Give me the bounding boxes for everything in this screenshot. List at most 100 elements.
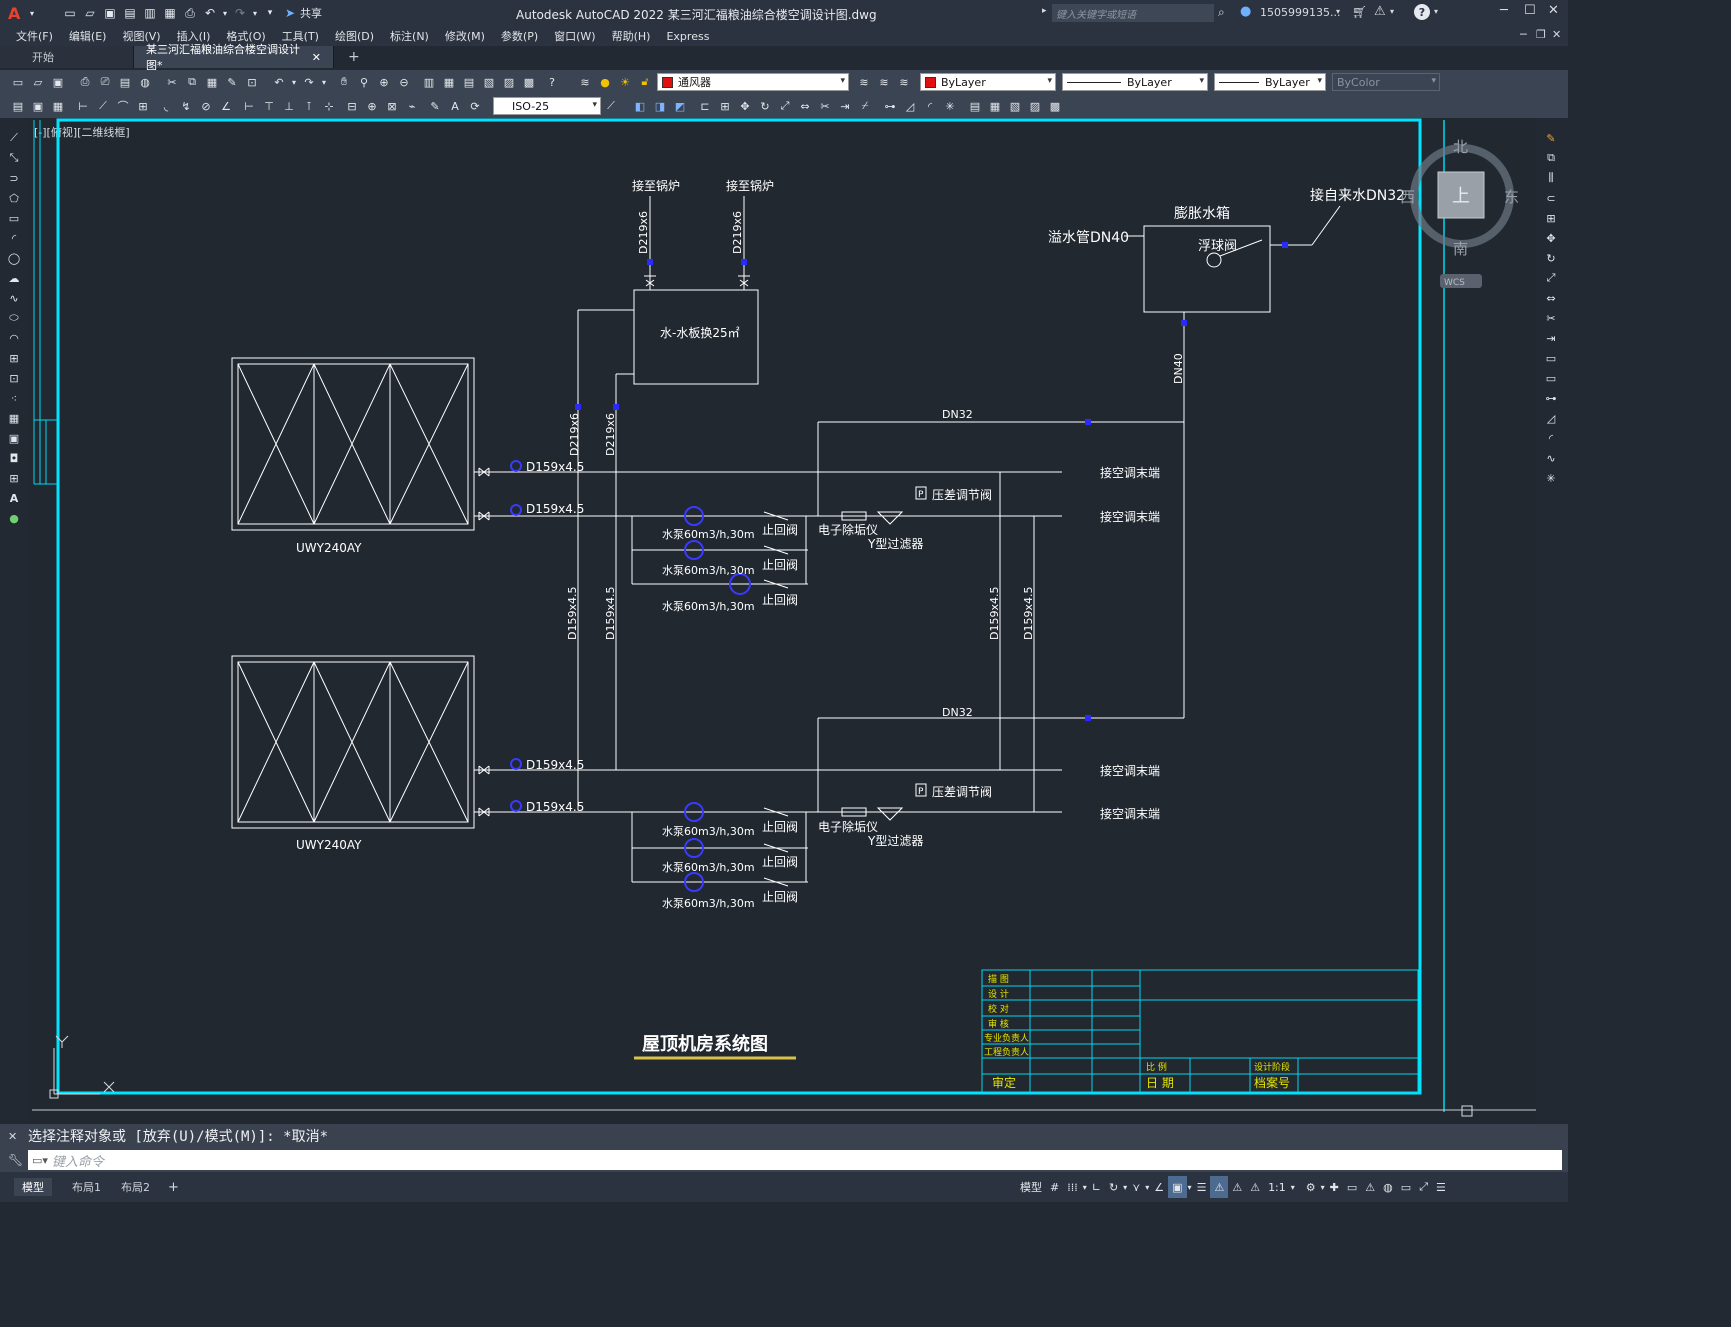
polar-icon[interactable]: ↻: [1108, 1180, 1119, 1194]
diameter-dim-icon[interactable]: ⊘: [201, 99, 211, 113]
blend-tool-icon[interactable]: ∿: [1546, 451, 1556, 465]
3d-dwf-icon[interactable]: ◍: [140, 75, 150, 89]
share-icon[interactable]: ➤: [284, 6, 296, 20]
wcs-label[interactable]: WCS: [1444, 278, 1465, 288]
erase-tool-icon[interactable]: ✎: [1546, 131, 1556, 145]
add-selected-icon[interactable]: ●: [9, 511, 19, 525]
gradient-icon[interactable]: ▣: [8, 431, 20, 445]
open-icon[interactable]: ▱: [33, 75, 43, 89]
linear-dim-icon[interactable]: ⊢: [78, 99, 88, 113]
isodraft-dropdown-icon[interactable]: ▾: [1145, 1182, 1150, 1192]
command-recent-icon[interactable]: ▭▾: [32, 1153, 48, 1167]
menu-insert[interactable]: 插入(I): [176, 30, 211, 43]
array-tool-icon[interactable]: ⊞: [1546, 211, 1556, 225]
tab-start[interactable]: 开始: [0, 46, 134, 68]
viewcube[interactable]: 上 北 南 东 西 WCS: [1400, 138, 1519, 288]
menu-express[interactable]: Express: [666, 29, 710, 43]
break-icon[interactable]: ⌿: [861, 99, 869, 112]
drawing-canvas[interactable]: [-][俯视][二维线框]: [28, 118, 1536, 1124]
undo-icon[interactable]: ↶: [204, 6, 216, 20]
tool-palettes-icon[interactable]: ▤: [463, 75, 475, 89]
open-file-icon[interactable]: ▱: [85, 6, 95, 20]
dim-update-icon[interactable]: ⟳: [470, 99, 480, 113]
annotation-monitor-icon[interactable]: ✚: [1329, 1180, 1339, 1194]
jogged-linear-icon[interactable]: ⌁: [408, 99, 416, 113]
quick-dim-icon[interactable]: ⊢: [244, 99, 254, 113]
chamfer-icon[interactable]: ◿: [905, 99, 915, 113]
redo-icon[interactable]: ↷: [234, 6, 246, 20]
center-mark-icon[interactable]: ⊕: [367, 99, 377, 113]
break-tool-icon[interactable]: ▭: [1545, 371, 1557, 385]
help-dropdown-icon[interactable]: ▾: [1434, 7, 1439, 16]
stretch-tool-icon[interactable]: ⇔: [1546, 291, 1556, 305]
workspace-dropdown-icon[interactable]: ▾: [1320, 1182, 1325, 1192]
undo-tb-icon[interactable]: ↶: [274, 75, 284, 89]
help-tb-icon[interactable]: ?: [549, 75, 555, 89]
ungroup-icon[interactable]: ▧: [1009, 99, 1021, 113]
snap-dropdown-icon[interactable]: ▾: [1082, 1182, 1087, 1192]
auto-scale-icon[interactable]: ⚠︎: [1232, 1180, 1243, 1194]
save-web-icon[interactable]: ▦: [164, 6, 176, 20]
mirror-icon[interactable]: ◩: [674, 99, 686, 113]
qnew-icon[interactable]: ▭: [12, 75, 24, 89]
annotation-scale-icon[interactable]: ⚠︎: [1250, 1180, 1261, 1194]
annotation-scale-value[interactable]: 1:1: [1268, 1180, 1286, 1194]
revcloud-icon[interactable]: ☁︎: [8, 271, 20, 285]
workspace-gear-icon[interactable]: ⚙: [1305, 1180, 1316, 1194]
match-prop-icon[interactable]: ✎: [227, 75, 237, 89]
color-dropdown[interactable]: ByLayer ▾: [920, 73, 1056, 91]
continue-dim-icon[interactable]: ⊥: [284, 99, 294, 113]
edit-group-icon[interactable]: ▨: [1029, 99, 1041, 113]
break-point-tool-icon[interactable]: ▭: [1545, 351, 1557, 365]
rectangle-icon[interactable]: ▭: [8, 211, 20, 225]
viewcube-top[interactable]: 上: [1452, 186, 1470, 207]
osnap-icon[interactable]: ▣: [1168, 1176, 1187, 1198]
undo-tb-dropdown-icon[interactable]: ▾: [291, 77, 296, 87]
extend-tool-icon[interactable]: ⇥: [1546, 331, 1556, 345]
close-cmd-icon[interactable]: ✕: [8, 1129, 18, 1143]
doc-restore-icon[interactable]: ❐: [1536, 28, 1546, 41]
dimstyle-dropdown[interactable]: ISO-25 ▾: [493, 97, 601, 115]
trim-tool-icon[interactable]: ✂: [1546, 311, 1556, 325]
hatch-icon[interactable]: ▦: [8, 411, 20, 425]
match-icon[interactable]: ▣: [32, 99, 44, 113]
tab-model[interactable]: 模型: [14, 1178, 52, 1196]
radius-dim-icon[interactable]: ◟: [163, 99, 169, 113]
region-icon[interactable]: ◘: [9, 451, 19, 465]
user-name[interactable]: 1505999135...: [1260, 6, 1341, 19]
offset-tool-icon[interactable]: ⊂: [1546, 191, 1556, 205]
save-as-icon[interactable]: ▤: [124, 6, 136, 20]
menu-modify[interactable]: 修改(M): [444, 30, 485, 43]
cut-icon[interactable]: ✂: [167, 75, 177, 89]
user-icon[interactable]: ●: [1240, 4, 1252, 19]
mtext-icon[interactable]: A: [9, 491, 19, 505]
group-icon[interactable]: ▦: [989, 99, 1001, 113]
tolerance-icon[interactable]: ⊟: [347, 99, 357, 113]
join-icon[interactable]: ⊶: [884, 99, 896, 113]
mirror-tool-icon[interactable]: ⫼: [1548, 171, 1554, 184]
tab-close-icon[interactable]: ✕: [311, 50, 321, 64]
move-icon[interactable]: ✥: [740, 99, 750, 113]
make-block-icon[interactable]: ⊡: [9, 371, 19, 385]
minimize-icon[interactable]: ─: [1500, 3, 1508, 18]
polygon-icon[interactable]: ⬠: [9, 191, 19, 205]
menu-format[interactable]: 格式(O): [226, 30, 266, 43]
object-tracking-icon[interactable]: ∠: [1154, 1180, 1165, 1194]
autodesk-app-icon[interactable]: ⚠︎: [1374, 4, 1386, 19]
copy-tool-icon[interactable]: ⧉: [1547, 151, 1555, 164]
zoom-window-icon[interactable]: ⊕: [379, 75, 389, 89]
plot-tb-icon[interactable]: ⎙: [80, 75, 90, 88]
menu-draw[interactable]: 绘图(D): [334, 30, 375, 43]
stretch-icon[interactable]: ⇔: [800, 99, 810, 113]
insert-block-icon[interactable]: ⊞: [9, 351, 19, 365]
grid-icon[interactable]: #: [1050, 1180, 1060, 1194]
rotate-tool-icon[interactable]: ↻: [1546, 251, 1556, 265]
plot-icon[interactable]: ⎙: [185, 5, 195, 20]
move-tool-icon[interactable]: ✥: [1546, 231, 1556, 245]
customize-qat-icon[interactable]: ▾: [267, 8, 273, 18]
rotate-icon[interactable]: ↻: [760, 99, 770, 113]
ortho-icon[interactable]: ∟: [1091, 1180, 1101, 1194]
join-tool-icon[interactable]: ⊶: [1545, 391, 1557, 405]
quick-properties-icon[interactable]: ⚠︎: [1365, 1180, 1376, 1194]
save-tb-icon[interactable]: ▣: [52, 75, 64, 89]
